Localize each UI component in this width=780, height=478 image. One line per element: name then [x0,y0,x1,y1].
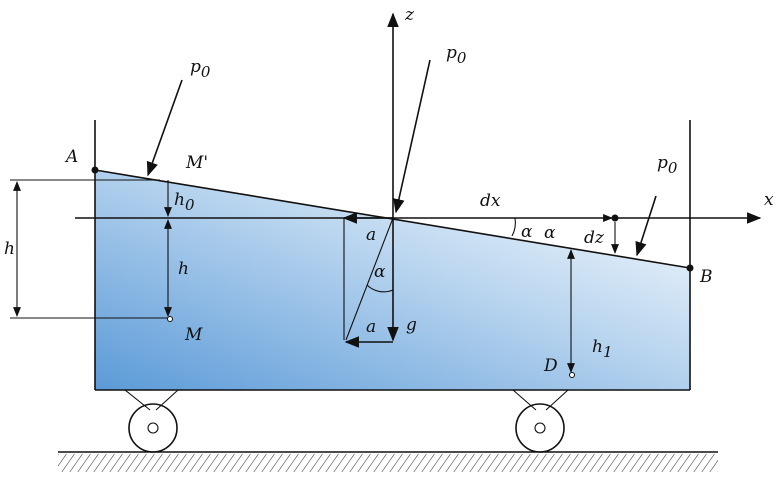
point-d-label: D [543,356,558,376]
wheel-left [124,389,179,453]
point-m-dot [167,316,173,322]
g-label: g [406,315,417,335]
dx-label: dx [480,191,501,211]
ground-hatch [58,454,718,472]
dx-point-dot [611,214,619,222]
alpha-arc-dx [511,217,516,237]
point-a-dot [91,166,99,174]
point-a-label: A [64,147,78,167]
wheel-right [512,389,569,453]
h0-label: h0 [174,190,195,214]
alpha-label-right-2: α [544,223,556,243]
h-center-label: h [178,259,189,279]
x-axis-label: x [764,190,774,210]
point-b-dot [686,264,694,272]
resultant-line [345,217,394,341]
p0-label-right: p0 [657,153,678,177]
z-axis-label: z [404,5,415,25]
alpha-label-center: α [374,262,386,282]
point-d-dot [569,372,575,378]
p0-label-left: p0 [190,57,211,81]
p0-arrow-center [393,59,431,214]
p0-label-center: p0 [446,43,467,67]
p0-arrow-left [146,79,183,177]
h1-label: h1 [592,337,613,361]
tank-walls [94,120,691,391]
p0-arrow-right [635,195,657,257]
alpha-arc-center [366,284,394,293]
point-m-label: M [184,325,203,345]
alpha-label-right-1: α [521,222,533,242]
point-m-prime-label: M' [185,153,208,173]
dz-label: dz [584,228,605,248]
point-b-label: B [699,267,713,287]
a-label-bottom: a [366,317,376,337]
a-label-top: a [366,225,376,245]
h-left-label: h [4,239,15,259]
